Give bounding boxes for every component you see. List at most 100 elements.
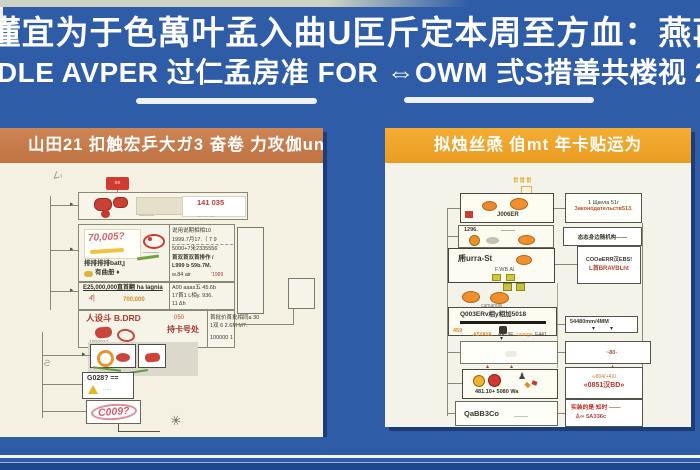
dark-icon [499,326,507,334]
connector [118,431,160,432]
text-line: 首双首双首排作 / [172,254,214,261]
orange-oval-icon [518,235,535,245]
red-dot-icon [148,237,152,241]
text-line: 1双 6 2.6M M?. [210,323,248,330]
r6-caption: 481.10+ 5080 Wa [475,389,519,395]
connector-spine [447,208,448,416]
right-panel-header: 拟烛丝焏 㑑mt 年卡贴运为 [385,128,691,163]
tag-label: A5YAYA [473,332,492,338]
orange-circle-icon [469,235,480,246]
left-panel-title: 山田21 扣触宏乒大ガ3 奋卷 力攻伽un [28,136,325,154]
left-edge-strip [0,7,3,43]
arrow-up-icon: ▴ [486,364,490,370]
text-line: 100000 1 [210,334,233,341]
poster-title-line1: 21大公萬其懂宜为于色萬叶孟入曲U匞斤定本周至方血：燕苒众鱼N市藏 [0,14,700,51]
red-tick-icon [531,380,538,386]
bottom-dark-band [0,463,700,470]
warning-card-label: G028? == [87,375,119,382]
divider [169,283,170,309]
row2-bold2: 有曲册 ♦ [95,269,120,276]
connector [117,190,118,193]
orange-oval-icon [490,292,509,304]
warning-card-sub: ····· [103,387,112,393]
text-line: ♙∞ 5A336c [575,414,607,420]
connector [447,352,460,353]
row2-bold1: 排排排排batt』 [84,260,129,267]
text-line: 1 Щкела 51г [587,200,619,206]
yellow-badge-icon [473,375,485,387]
connector [293,309,294,325]
yellow-dot-icon [506,274,515,281]
flow-box-r1: J006ER [460,193,554,223]
connector [554,208,565,209]
r3-sub: F.WB AI [495,267,515,273]
connector-spine [557,283,558,368]
red-ring-icon [143,234,165,249]
connector [447,413,455,414]
scribble-card [84,229,141,259]
row4-heading: 人设斗 B.DRD [86,313,141,323]
icon-card-b [138,344,166,368]
right-panel-title: 拟烛丝焏 㑑mt 年卡贴运为 [433,136,643,154]
arrow-down-icon: ▾ [592,326,596,332]
connector [50,250,78,251]
side-empty-box [288,278,315,309]
poster-title-line2: ChimDLE AVPER 过仁孟房准 FOR ⇔OWM 弍S措善共楼视 200… [0,57,700,88]
r4-right-text: 54480mm/4MM [570,319,609,325]
left-flowchart-panel: 山田21 扣触宏乒大ガ3 奋卷 力攻伽un ∠ᵣ ≡≡ ——— 141 035 … [0,128,325,437]
yellow-square-icon [516,283,525,291]
red-blob-icon [94,326,113,339]
text-line: L999 b 59b.7M. [172,263,212,270]
tag-label: E441 [535,332,547,338]
tag-label: AA19E [498,332,514,338]
connector [118,424,119,432]
bottom-gap [0,458,700,462]
top-edge-strip [0,0,470,7]
red-rosette-icon [488,374,501,387]
red-cloud-icon [94,198,112,211]
scribble-card-2: C009? [86,400,141,424]
arrow-up-icon: ▴ [510,364,514,370]
r2-label: 1296. [464,227,478,233]
row2-text-block: 说用说期相相10 1999.7月17.（ 7 9 5000+7米2335556 … [172,227,233,279]
flow-row-4: 人设斗 B.DRD 1999017 050 持卡号处 首批价首批相同a 30 1… [78,310,259,348]
pencil-mark-icon: Ƨ [42,357,52,369]
flow-box-r1-right: 1 Щкела 51г Законодательств513. [565,193,642,223]
red-square-icon [465,211,473,218]
text-line: ∞804(+4)0 [592,374,616,380]
row4-mid-bold: 持卡号处 [167,325,199,334]
tag-label: orange [517,332,533,338]
arrow-down-icon: ▾ [500,336,504,342]
r7-label: QaBB3Co [464,409,500,418]
row3-orange: 700,000 [123,297,145,303]
flow-row-2: 70,005? 排排排排batt』 有曲册 ♦ 说用说期相相10 1999.7月… [78,224,235,282]
text-line: w.84 air [172,271,191,278]
right-flowchart-panel: 拟烛丝焏 㑑mt 年卡贴运为 丗丗丗 J006ER 1 Щкела 51г За… [385,128,691,427]
value-red: 141 035 [197,198,225,207]
red-note: ’1999 [211,272,224,278]
red-badge-label: ≡≡ [114,180,121,186]
text-line: COOøERR汉EBS! [585,257,633,263]
gray-oval-icon [486,237,499,244]
text-line: 1999.7月17.（ 7 9 [172,236,217,243]
connector [42,411,86,412]
text-line: 说用说期相相10 [172,228,212,234]
flow-box-r5 [460,341,558,364]
arrow-down-icon: ▾ [610,326,614,332]
thick-underline [460,321,546,324]
connector [558,352,565,353]
row4-mid-top: 050 [174,315,185,321]
row3-heading: E25,000,000直首翻 ha lagnia [83,285,163,291]
connector-spine [50,196,51,310]
red-ring-icon [116,327,136,344]
arrow-right-icon: ▸ [70,201,74,208]
flow-row-3: E25,000,000直首翻 ha lagnia 4| 700,000 A00 … [78,282,235,310]
connector [555,264,577,265]
connector [42,384,82,385]
flow-box-r6: ♟ 481.10+ 5080 Wa [462,369,558,399]
text-line: 态态身边随机构—— [577,235,628,241]
arrow-right-icon: ▸ [82,351,86,358]
text-line: 首批价首批相同a 30 [210,315,260,321]
connector-spine [642,223,643,408]
scribble-circle-text: C009? [90,402,138,422]
